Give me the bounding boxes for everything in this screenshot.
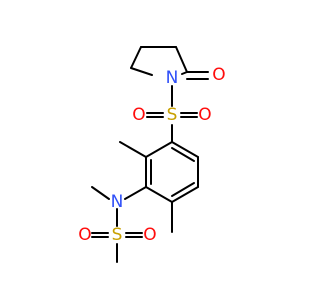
bond (171, 186, 199, 203)
oxygen-carbonyl-label: O (212, 65, 225, 85)
nitrogen-pyrrolidinone-label: N (166, 68, 179, 88)
bond (130, 46, 142, 69)
molecule-structure: O N S O O N S O O (78, 46, 226, 263)
atom-labels: O N S O O N S O O (78, 65, 225, 245)
bond (145, 186, 173, 203)
bond (124, 186, 147, 200)
bonds (91, 46, 209, 263)
bond (171, 182, 195, 197)
oxygen-sulfonyl-top-right-label: O (198, 105, 211, 125)
bond (171, 141, 199, 158)
bond (171, 147, 195, 162)
bond (175, 46, 188, 73)
oxygen-sulfonyl-bottom-right-label: O (143, 225, 156, 245)
bond (91, 186, 110, 200)
nitrogen-amine-label: N (111, 192, 124, 212)
oxygen-sulfonyl-bottom-left-label: O (78, 225, 91, 245)
bond (130, 67, 153, 76)
bond (119, 141, 147, 158)
bond (145, 141, 173, 158)
sulfur-sulfonyl-bottom-label: S (112, 225, 123, 245)
sulfur-sulfonyl-top-label: S (167, 105, 178, 125)
oxygen-sulfonyl-top-left-label: O (132, 105, 145, 125)
